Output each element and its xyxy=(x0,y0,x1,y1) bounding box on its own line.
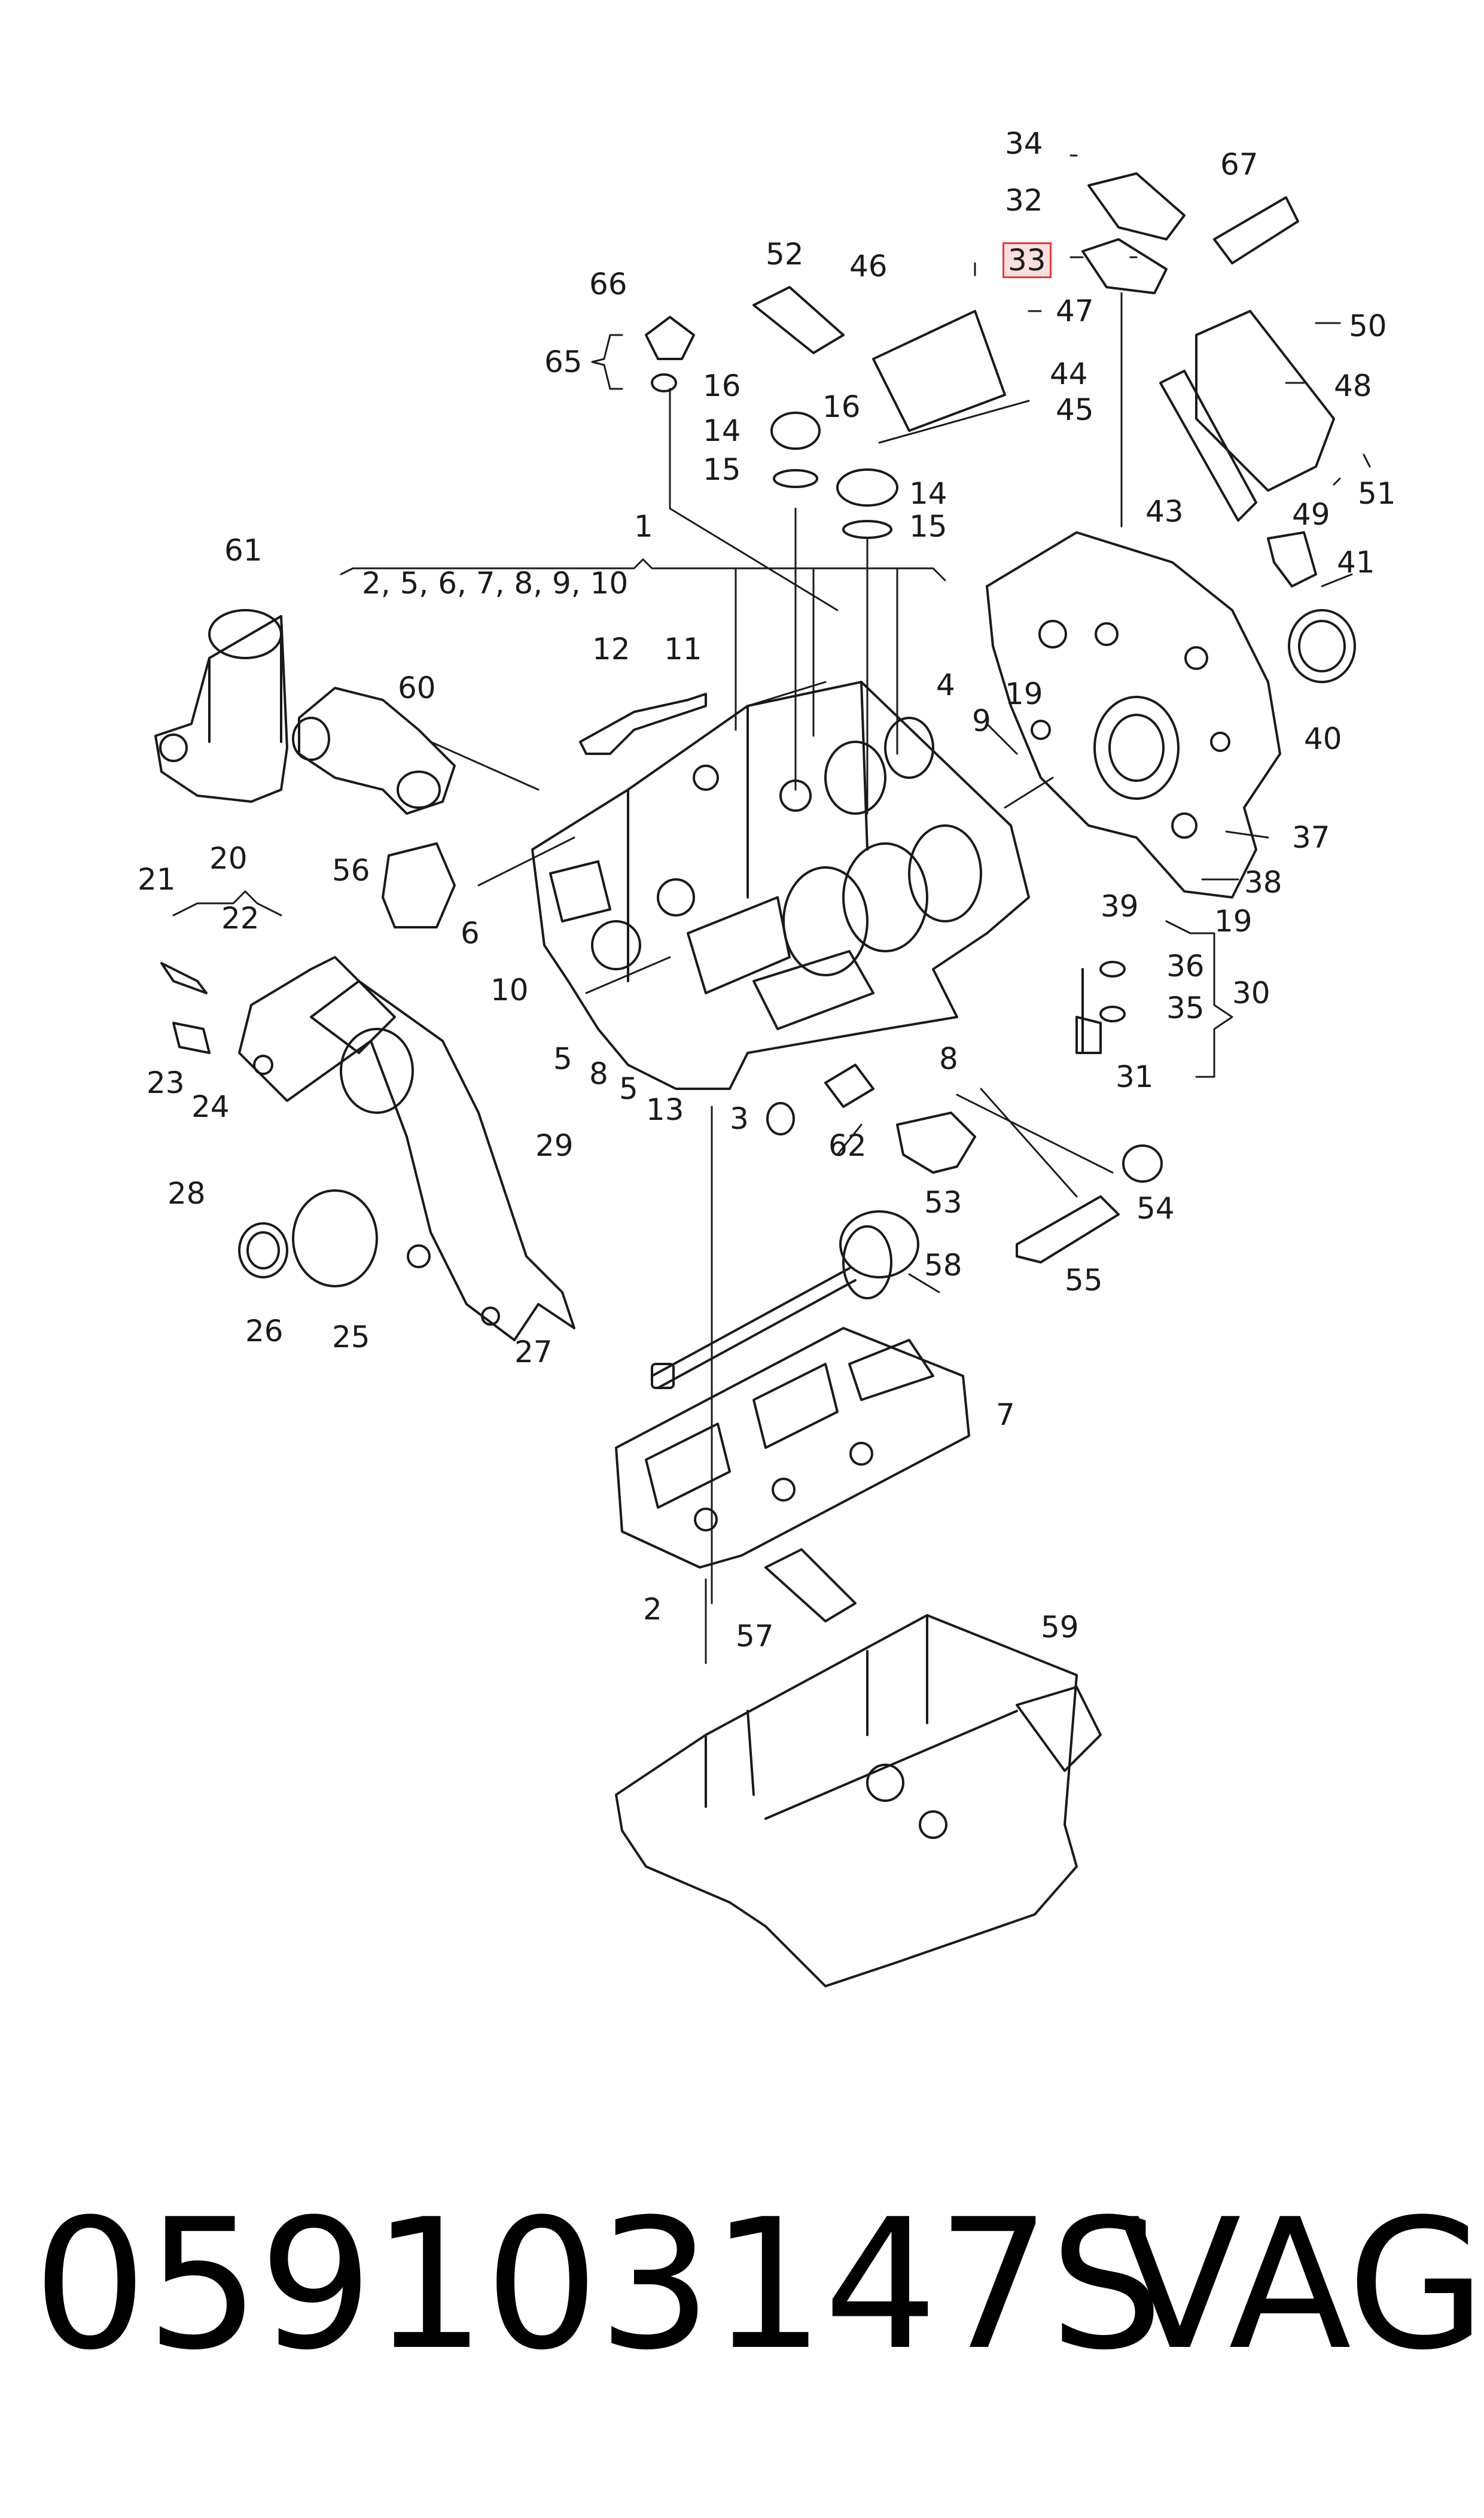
callout-label: 5 xyxy=(553,1042,572,1076)
callout-label: 8 xyxy=(939,1042,958,1076)
callout-label: 4 xyxy=(936,668,955,702)
callout-label: 13 xyxy=(646,1092,684,1127)
callout-label: 7 xyxy=(996,1397,1015,1432)
cylinder-block-drawing xyxy=(531,681,1030,1090)
callout-label: 16 xyxy=(703,369,741,403)
callout-label: 56 xyxy=(332,853,370,888)
callout-label: 54 xyxy=(1136,1191,1175,1226)
callout-label: 32 xyxy=(1005,183,1043,218)
callout-label: 48 xyxy=(1334,369,1372,403)
callout-label: 6 xyxy=(461,916,480,951)
oil-filter-housing-drawing xyxy=(154,609,288,803)
callout-label: 26 xyxy=(245,1314,284,1348)
timing-cover-front-drawing xyxy=(238,956,575,1341)
callout-label: 38 xyxy=(1244,865,1282,900)
callout-label: 35 xyxy=(1166,991,1205,1025)
water-pump-drawing xyxy=(292,687,456,815)
callout-label-list: 2, 5, 6, 7, 8, 9, 10 xyxy=(362,566,629,601)
callout-label: 27 xyxy=(514,1335,553,1369)
callout-label: 59 xyxy=(1041,1610,1079,1645)
callout-label: 66 xyxy=(589,267,627,302)
leader-lines xyxy=(172,154,1371,1664)
callout-label: 41 xyxy=(1337,545,1375,580)
callout-label: 1 xyxy=(634,509,653,544)
callout-label: 5 xyxy=(619,1071,638,1106)
callout-label: 25 xyxy=(332,1320,370,1354)
callout-label: 51 xyxy=(1358,476,1396,511)
callout-label: 60 xyxy=(398,671,436,705)
callout-label-highlighted: 33 xyxy=(1002,242,1052,278)
callout-label: 28 xyxy=(167,1176,206,1211)
callout-label: 3 xyxy=(730,1101,749,1136)
callout-label: 53 xyxy=(924,1185,962,1220)
callout-label: 67 xyxy=(1220,147,1258,182)
callout-label: 40 xyxy=(1304,721,1342,756)
callout-label: 61 xyxy=(224,533,263,568)
callout-label: 22 xyxy=(221,901,260,936)
callout-label: 19 xyxy=(1214,904,1253,939)
brand-name: VAG xyxy=(1119,2181,1484,2389)
callout-label: 52 xyxy=(766,237,804,272)
callout-label: 46 xyxy=(849,249,888,284)
callout-label: 39 xyxy=(1101,889,1139,924)
callout-label: 34 xyxy=(1005,126,1043,161)
bedplate-drawing xyxy=(615,1327,970,1569)
callout-label: 31 xyxy=(1116,1059,1154,1094)
callout-label: 20 xyxy=(209,841,248,876)
callout-label: 2 xyxy=(643,1592,662,1627)
footer: 059103147S VAG xyxy=(0,2184,1484,2423)
callout-label: 37 xyxy=(1292,820,1330,855)
callout-label: 62 xyxy=(828,1128,867,1163)
callout-label: 15 xyxy=(703,452,741,487)
oil-sump-drawing xyxy=(615,1614,1102,1987)
callout-label: 30 xyxy=(1232,976,1270,1010)
callout-label: 55 xyxy=(1065,1263,1103,1298)
callout-label: 23 xyxy=(147,1065,185,1100)
callout-label: 45 xyxy=(1056,392,1094,427)
callout-label: 14 xyxy=(909,476,947,511)
callout-label: 50 xyxy=(1349,309,1387,343)
callout-label: 29 xyxy=(535,1128,574,1163)
callout-label: 14 xyxy=(703,413,741,448)
callout-label: 58 xyxy=(924,1248,962,1283)
callout-label: 19 xyxy=(1005,677,1043,711)
part-number: 059103147S xyxy=(33,2181,1163,2389)
callout-label: 21 xyxy=(138,862,176,897)
callout-label: 43 xyxy=(1145,494,1184,529)
callout-label: 44 xyxy=(1050,357,1088,391)
callout-label: 10 xyxy=(490,973,529,1007)
callout-label: 16 xyxy=(822,389,861,424)
callout-label: 24 xyxy=(191,1089,230,1124)
callout-label: 47 xyxy=(1056,294,1094,328)
callout-label: 49 xyxy=(1292,497,1330,532)
callout-label: 8 xyxy=(589,1056,608,1091)
callout-label: 57 xyxy=(736,1619,774,1654)
callout-label: 9 xyxy=(972,704,991,738)
callout-label: 65 xyxy=(544,345,583,379)
callout-label: 15 xyxy=(909,509,947,544)
small-parts-drawings xyxy=(160,172,1356,1622)
balance-shaft-drawing xyxy=(651,1210,919,1389)
callout-label: 36 xyxy=(1166,949,1205,984)
timing-case-rear-drawing xyxy=(986,531,1281,899)
callout-label: 11 xyxy=(664,632,702,666)
callout-label: 12 xyxy=(592,632,630,666)
